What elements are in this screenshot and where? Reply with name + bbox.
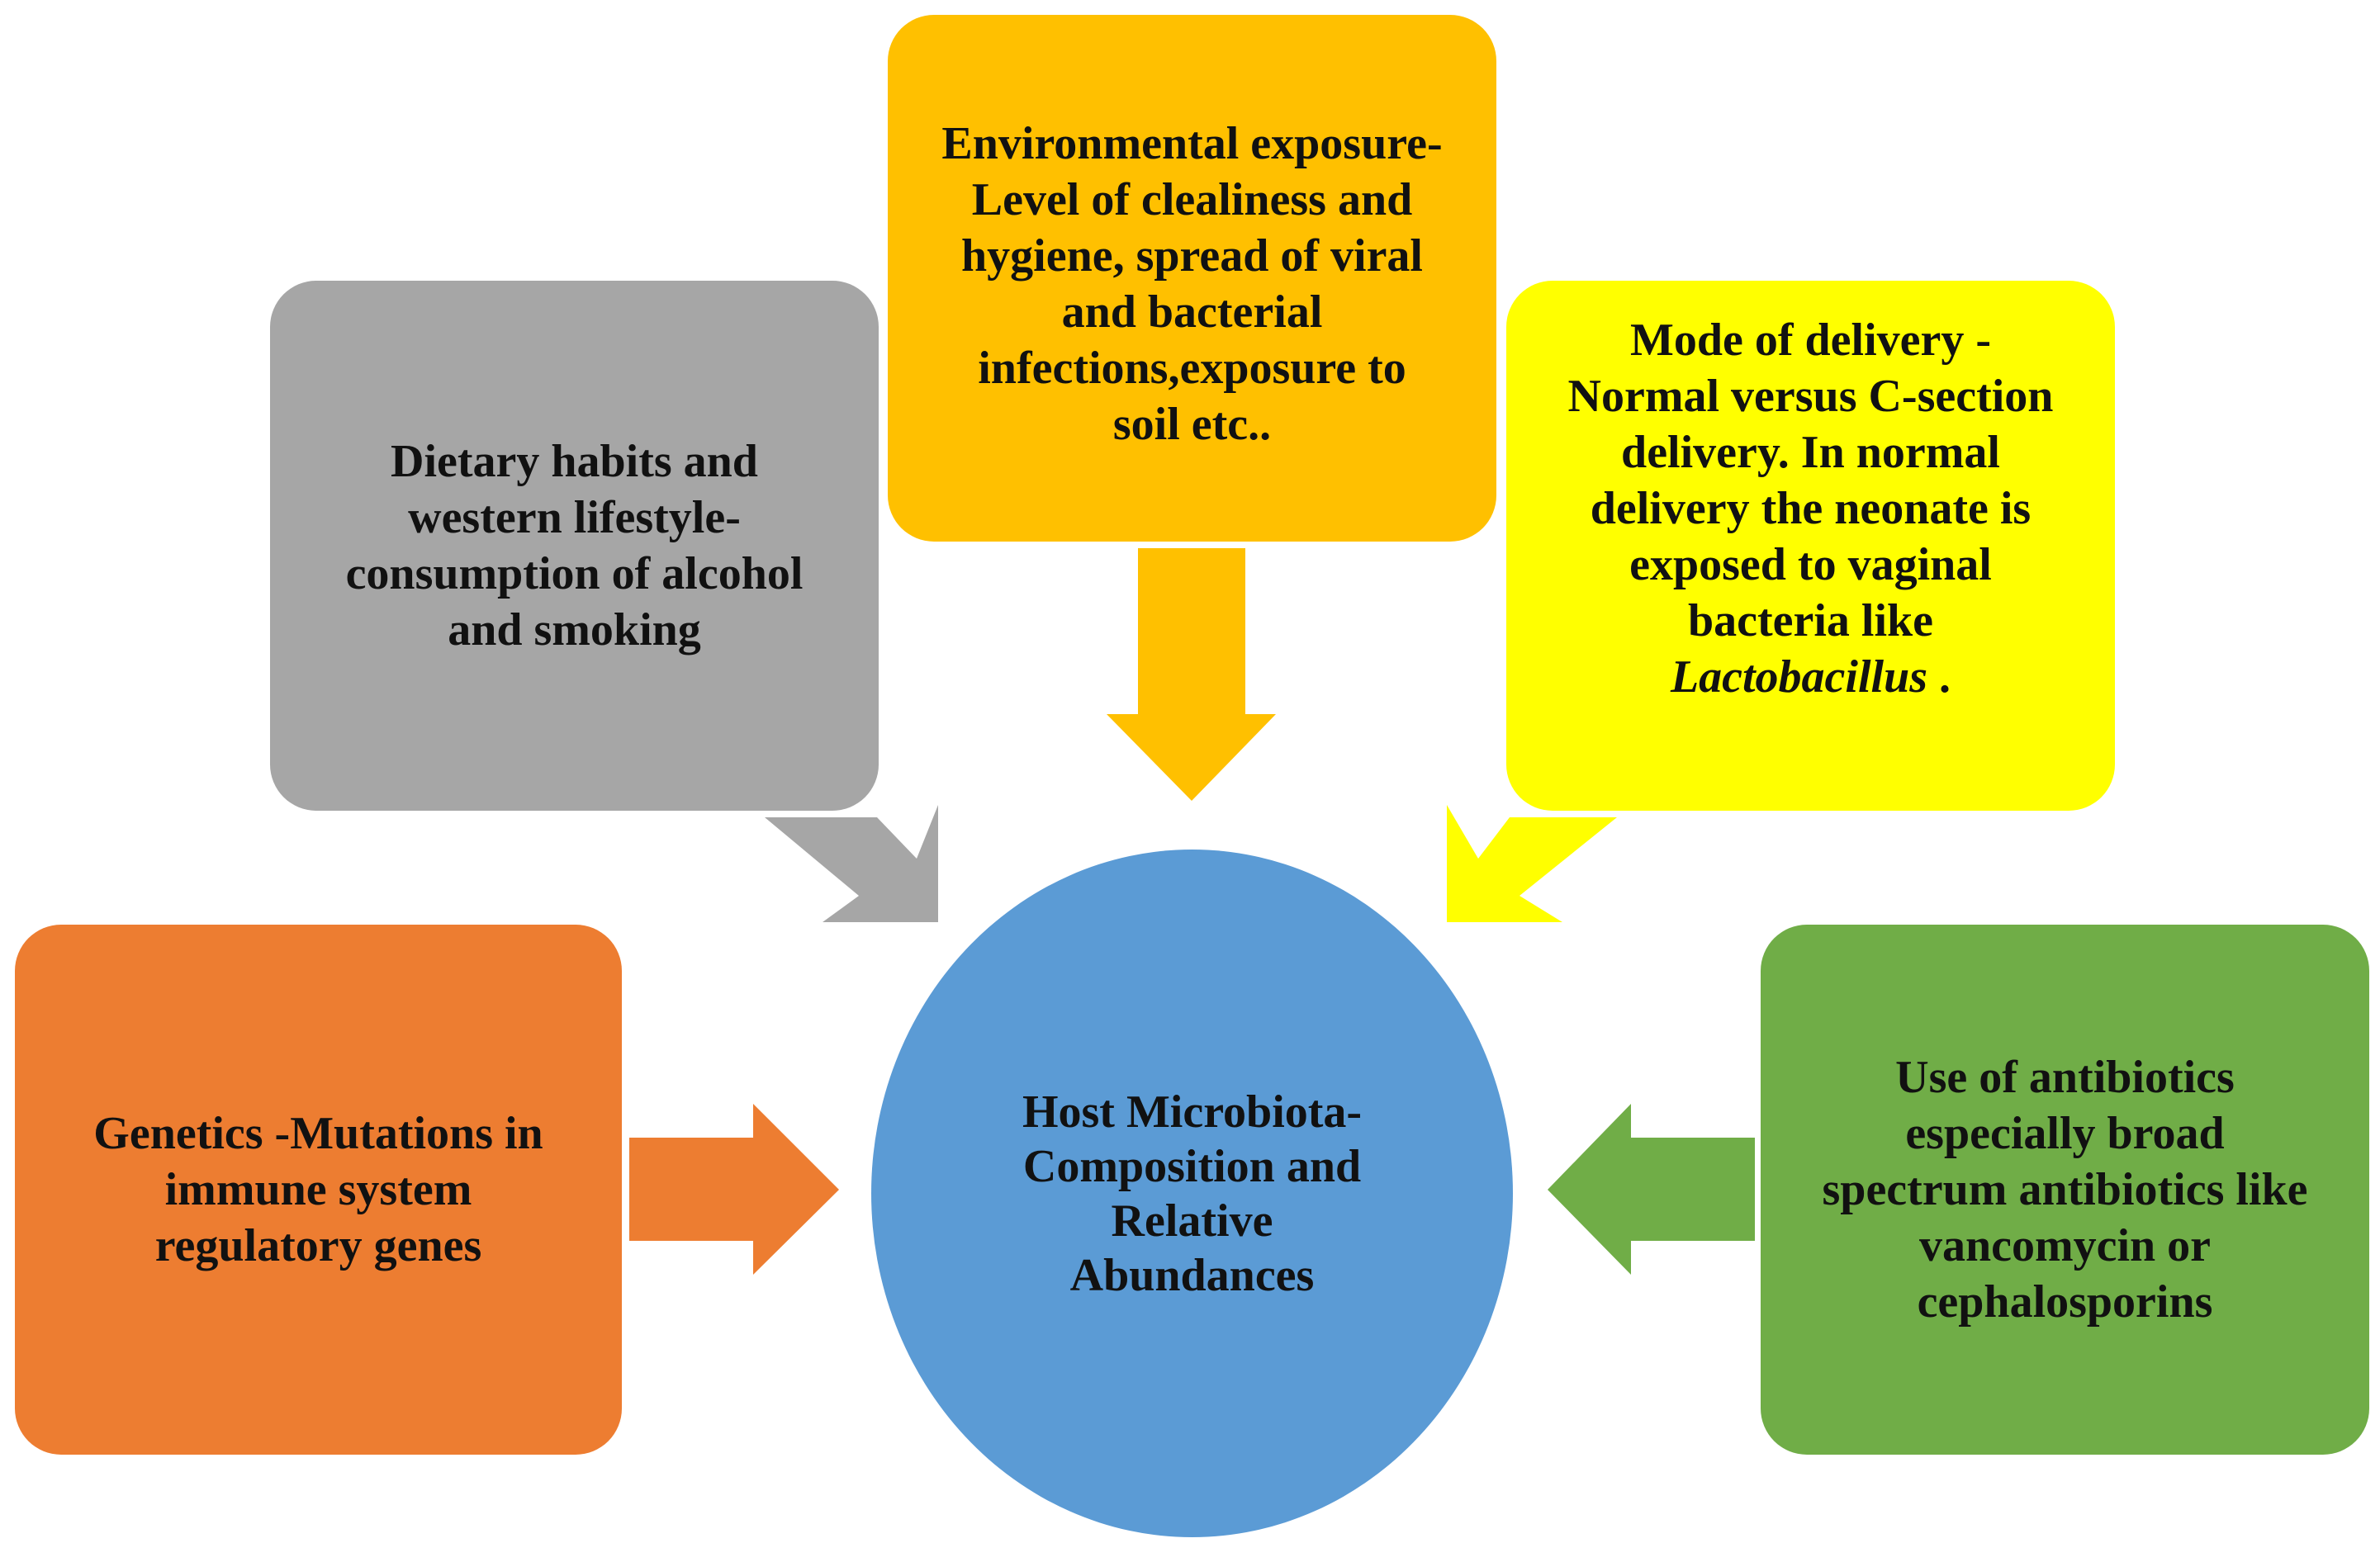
host-microbiota-text: Host Microbiota- Composition and Relativ… bbox=[1022, 1085, 1362, 1303]
dietary-habits-line: western lifestyle- bbox=[408, 492, 741, 543]
genetics-line: Genetics -Mutations in bbox=[93, 1108, 543, 1159]
dietary-habits-line: Dietary habits and bbox=[391, 436, 758, 487]
arrow-dietary-diagonal bbox=[765, 805, 938, 922]
antibiotics-line: cephalosporins bbox=[1917, 1276, 2213, 1328]
environmental-exposure-line: Environmental exposure- bbox=[941, 118, 1443, 169]
host-microbiota-line: Relative bbox=[1111, 1195, 1273, 1247]
host-microbiota-circle: Host Microbiota- Composition and Relativ… bbox=[871, 850, 1513, 1537]
environmental-exposure-box: Environmental exposure- Level of clealin… bbox=[888, 15, 1496, 542]
mode-of-delivery-line: delivery. In normal bbox=[1621, 427, 2000, 478]
arrow-environment-down bbox=[1107, 548, 1276, 801]
environmental-exposure-line: hygiene, spread of viral bbox=[961, 230, 1423, 282]
antibiotics-line: spectrum antibiotics like bbox=[1822, 1164, 2308, 1215]
dietary-habits-line: and smoking bbox=[448, 604, 701, 656]
mode-of-delivery-last-line: Lactobacillus . bbox=[1568, 649, 2054, 705]
environmental-exposure-line: soil etc.. bbox=[1112, 399, 1272, 450]
environmental-exposure-text: Environmental exposure- Level of clealin… bbox=[941, 116, 1442, 452]
environmental-exposure-line: infections,exposure to bbox=[978, 343, 1406, 394]
antibiotics-box: Use of antibiotics especially broad spec… bbox=[1761, 925, 2369, 1455]
lactobacillus-term: Lactobacillus bbox=[1670, 651, 1928, 703]
environmental-exposure-line: Level of clealiness and bbox=[971, 174, 1413, 225]
environmental-exposure-line: and bacterial bbox=[1061, 286, 1323, 338]
mode-of-delivery-box: Mode of delivery - Normal versus C-secti… bbox=[1506, 281, 2115, 811]
mode-of-delivery-line: Mode of delivery - bbox=[1630, 315, 1991, 366]
host-microbiota-line: Abundances bbox=[1069, 1249, 1315, 1301]
antibiotics-line: Use of antibiotics bbox=[1895, 1052, 2235, 1103]
antibiotics-line: vancomycin or bbox=[1918, 1220, 2212, 1271]
host-microbiota-line: Host Microbiota- bbox=[1022, 1086, 1363, 1138]
mode-of-delivery-trailing: . bbox=[1927, 651, 1951, 703]
antibiotics-line: especially broad bbox=[1905, 1108, 2225, 1159]
dietary-habits-line: consumption of alcohol bbox=[345, 548, 804, 599]
genetics-text: Genetics -Mutations in immune system reg… bbox=[93, 1105, 543, 1274]
mode-of-delivery-text: Mode of delivery - Normal versus C-secti… bbox=[1568, 312, 2054, 705]
mode-of-delivery-line: bacteria like bbox=[1687, 595, 1934, 646]
mode-of-delivery-line: Normal versus C-section bbox=[1567, 371, 2054, 422]
mode-of-delivery-line: exposed to vaginal bbox=[1629, 539, 1992, 590]
arrow-delivery-diagonal bbox=[1447, 805, 1617, 922]
mode-of-delivery-line: delivery the neonate is bbox=[1590, 483, 2032, 534]
dietary-habits-text: Dietary habits and western lifestyle- co… bbox=[346, 433, 804, 658]
genetics-line: immune system bbox=[164, 1164, 472, 1215]
antibiotics-text: Use of antibiotics especially broad spec… bbox=[1823, 1049, 2308, 1330]
genetics-line: regulatory genes bbox=[154, 1220, 482, 1271]
host-microbiota-line: Composition and bbox=[1022, 1140, 1362, 1192]
arrow-genetics-right bbox=[629, 1104, 839, 1275]
genetics-box: Genetics -Mutations in immune system reg… bbox=[15, 925, 622, 1455]
dietary-habits-box: Dietary habits and western lifestyle- co… bbox=[270, 281, 879, 811]
arrow-antibiotics-left bbox=[1548, 1104, 1755, 1275]
